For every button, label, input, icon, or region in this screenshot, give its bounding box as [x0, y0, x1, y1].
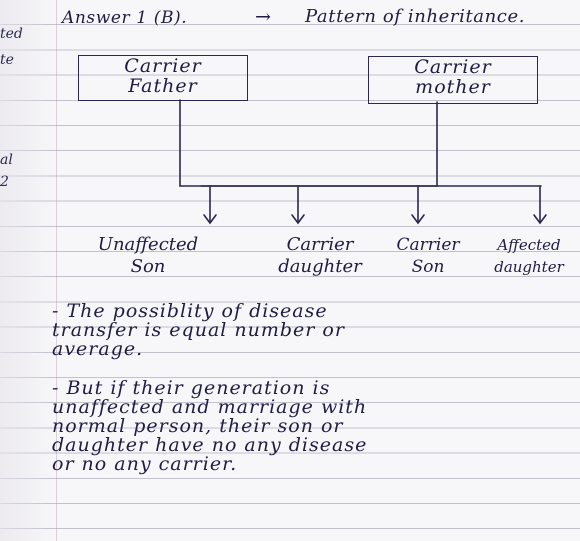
- answer-label: Answer 1 (B).: [62, 8, 188, 28]
- child-unaffected-son: Unaffected Son: [97, 234, 199, 277]
- down-arrow-icon: [411, 214, 425, 225]
- margin-note: te: [0, 52, 14, 68]
- carrier-mother-box: Carrier mother: [368, 56, 538, 104]
- father-label-line1: Carrier: [124, 55, 202, 77]
- child-carrier-daughter: Carrier daughter: [278, 234, 362, 277]
- down-arrow-icon: [291, 214, 305, 225]
- arrow-icon: →: [255, 6, 272, 28]
- down-arrow-icon: [533, 214, 547, 225]
- note-point-1: - The possiblity of disease transfer is …: [52, 300, 345, 360]
- margin-note: ted: [0, 26, 23, 42]
- father-label-line2: Father: [128, 75, 198, 97]
- child-affected-daughter: Affected daughter: [494, 236, 564, 276]
- child-carrier-son: Carrier Son: [396, 235, 460, 277]
- mother-label-line2: mother: [415, 76, 491, 98]
- carrier-father-box: Carrier Father: [78, 55, 248, 101]
- down-arrow-icon: [203, 214, 217, 225]
- margin-line: [56, 0, 57, 541]
- margin-note: 2: [0, 174, 9, 190]
- margin-note: al: [0, 152, 13, 168]
- page-title: Pattern of inheritance.: [305, 6, 526, 27]
- mother-label-line1: Carrier: [414, 56, 492, 78]
- note-point-2: - But if their generation is unaffected …: [52, 377, 368, 475]
